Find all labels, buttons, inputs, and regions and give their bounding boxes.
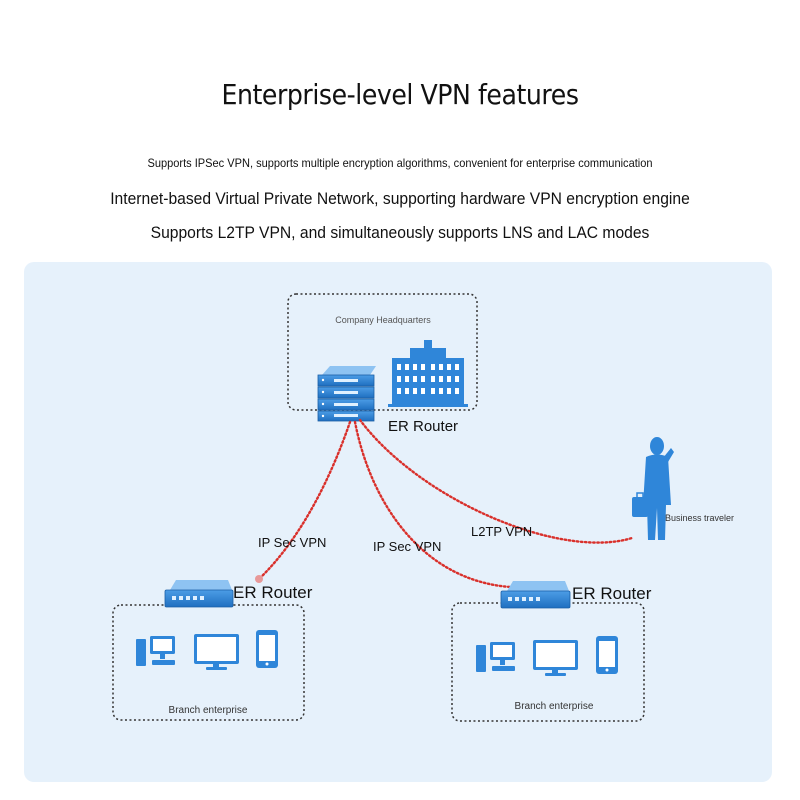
monitor-icon xyxy=(194,634,239,670)
vpn-link-left xyxy=(256,420,352,582)
smartphone-icon xyxy=(596,636,618,674)
hq-router-label: ER Router xyxy=(388,418,458,435)
link-traveler-label: L2TP VPN xyxy=(471,524,532,539)
left-router-icon xyxy=(164,580,234,608)
right-branch-label: Branch enterprise xyxy=(515,701,594,712)
feature-line-1: Internet-based Virtual Private Network, … xyxy=(110,189,690,208)
right-router-label: ER Router xyxy=(572,584,652,603)
left-branch-label: Branch enterprise xyxy=(169,705,248,716)
right-branch-box xyxy=(451,602,645,722)
smartphone-icon xyxy=(256,630,278,668)
business-traveler-icon xyxy=(632,437,674,540)
right-router-icon xyxy=(500,581,571,609)
page-title: Enterprise-level VPN features xyxy=(221,78,579,111)
link-right-label: IP Sec VPN xyxy=(373,539,441,554)
link-left-label: IP Sec VPN xyxy=(258,535,326,550)
left-router-label: ER Router xyxy=(233,583,313,602)
feature-line-2: Supports L2TP VPN, and simultaneously su… xyxy=(150,223,650,242)
subtitle-text: Supports IPSec VPN, supports multiple en… xyxy=(147,156,653,170)
monitor-icon xyxy=(533,640,578,676)
vpn-link-traveler xyxy=(358,418,634,544)
desktop-computer-icon xyxy=(136,636,175,666)
vpn-link-right xyxy=(353,420,512,589)
hq-router-stack-icon xyxy=(317,366,376,422)
headquarters-box xyxy=(287,293,478,411)
headquarters-label: Company Headquarters xyxy=(335,315,431,325)
desktop-computer-icon xyxy=(476,642,515,672)
link-endpoint-dot xyxy=(255,575,263,583)
traveler-label: Business traveler xyxy=(665,513,734,523)
building-icon xyxy=(388,340,468,407)
